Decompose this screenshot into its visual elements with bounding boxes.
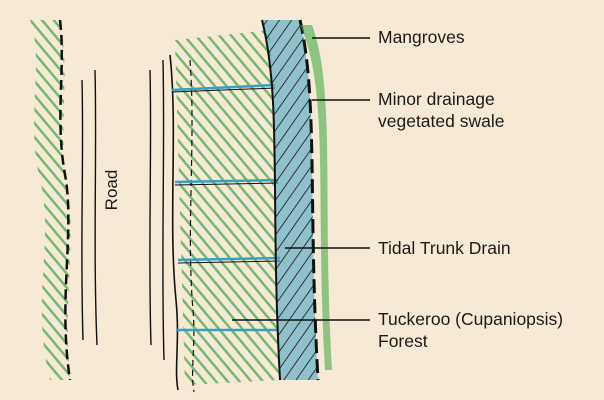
forest-label-line2: Forest (378, 330, 563, 352)
left-road-edges (82, 70, 97, 345)
swale-label: Minor drainage vegetated swale (378, 88, 504, 132)
forest-label: Tuckeroo (Cupaniopsis) Forest (378, 308, 563, 352)
mangroves-label: Mangroves (378, 26, 465, 48)
forest-label-line1: Tuckeroo (Cupaniopsis) (378, 308, 563, 330)
road-label: Road (102, 170, 122, 211)
trunk-drain-label: Tidal Trunk Drain (378, 237, 511, 259)
swale-label-line2: vegetated swale (378, 110, 504, 132)
right-road-edges (150, 60, 164, 360)
swale-label-line1: Minor drainage (378, 88, 504, 110)
forest-vegetation-band (170, 30, 280, 392)
left-vegetation-strip (30, 20, 71, 380)
